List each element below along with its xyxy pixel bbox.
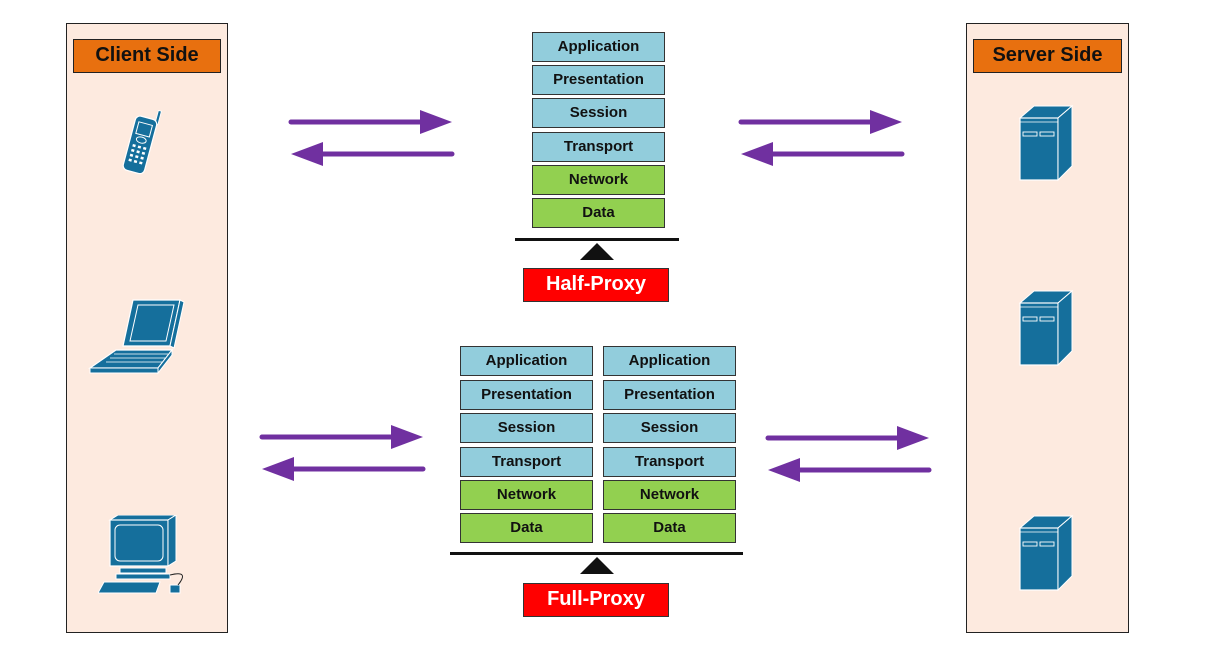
layer-session: Session (603, 413, 736, 443)
layer-presentation: Presentation (460, 380, 593, 410)
arrow-left-icon (741, 142, 905, 166)
half-proxy-balance-bar (515, 238, 679, 241)
layer-network: Network (532, 165, 665, 195)
arrow-right-icon (765, 426, 929, 450)
full-proxy-fulcrum-icon (580, 557, 614, 574)
layer-session: Session (532, 98, 665, 128)
client-side-title: Client Side (73, 39, 221, 73)
server-icon (1018, 514, 1074, 592)
arrow-right-icon (288, 110, 452, 134)
arrow-left-icon (768, 458, 932, 482)
full-proxy-balance-bar (450, 552, 743, 555)
arrow-right-icon (738, 110, 902, 134)
arrow-right-icon (259, 425, 423, 449)
half-proxy-fulcrum-icon (580, 243, 614, 260)
mobile-phone-icon (122, 109, 162, 175)
layer-application: Application (603, 346, 736, 376)
layer-network: Network (603, 480, 736, 510)
arrow-left-icon (262, 457, 426, 481)
layer-session: Session (460, 413, 593, 443)
layer-data: Data (460, 513, 593, 543)
server-side-title: Server Side (973, 39, 1122, 73)
layer-network: Network (460, 480, 593, 510)
layer-data: Data (603, 513, 736, 543)
full-proxy-label: Full-Proxy (523, 583, 669, 617)
layer-transport: Transport (603, 447, 736, 477)
arrow-left-icon (291, 142, 455, 166)
desktop-computer-icon (98, 515, 183, 594)
layer-presentation: Presentation (532, 65, 665, 95)
server-icon (1018, 104, 1074, 182)
layer-application: Application (460, 346, 593, 376)
server-icon (1018, 289, 1074, 367)
layer-data: Data (532, 198, 665, 228)
layer-transport: Transport (460, 447, 593, 477)
half-proxy-label: Half-Proxy (523, 268, 669, 302)
laptop-icon (88, 299, 185, 375)
layer-presentation: Presentation (603, 380, 736, 410)
layer-transport: Transport (532, 132, 665, 162)
layer-application: Application (532, 32, 665, 62)
